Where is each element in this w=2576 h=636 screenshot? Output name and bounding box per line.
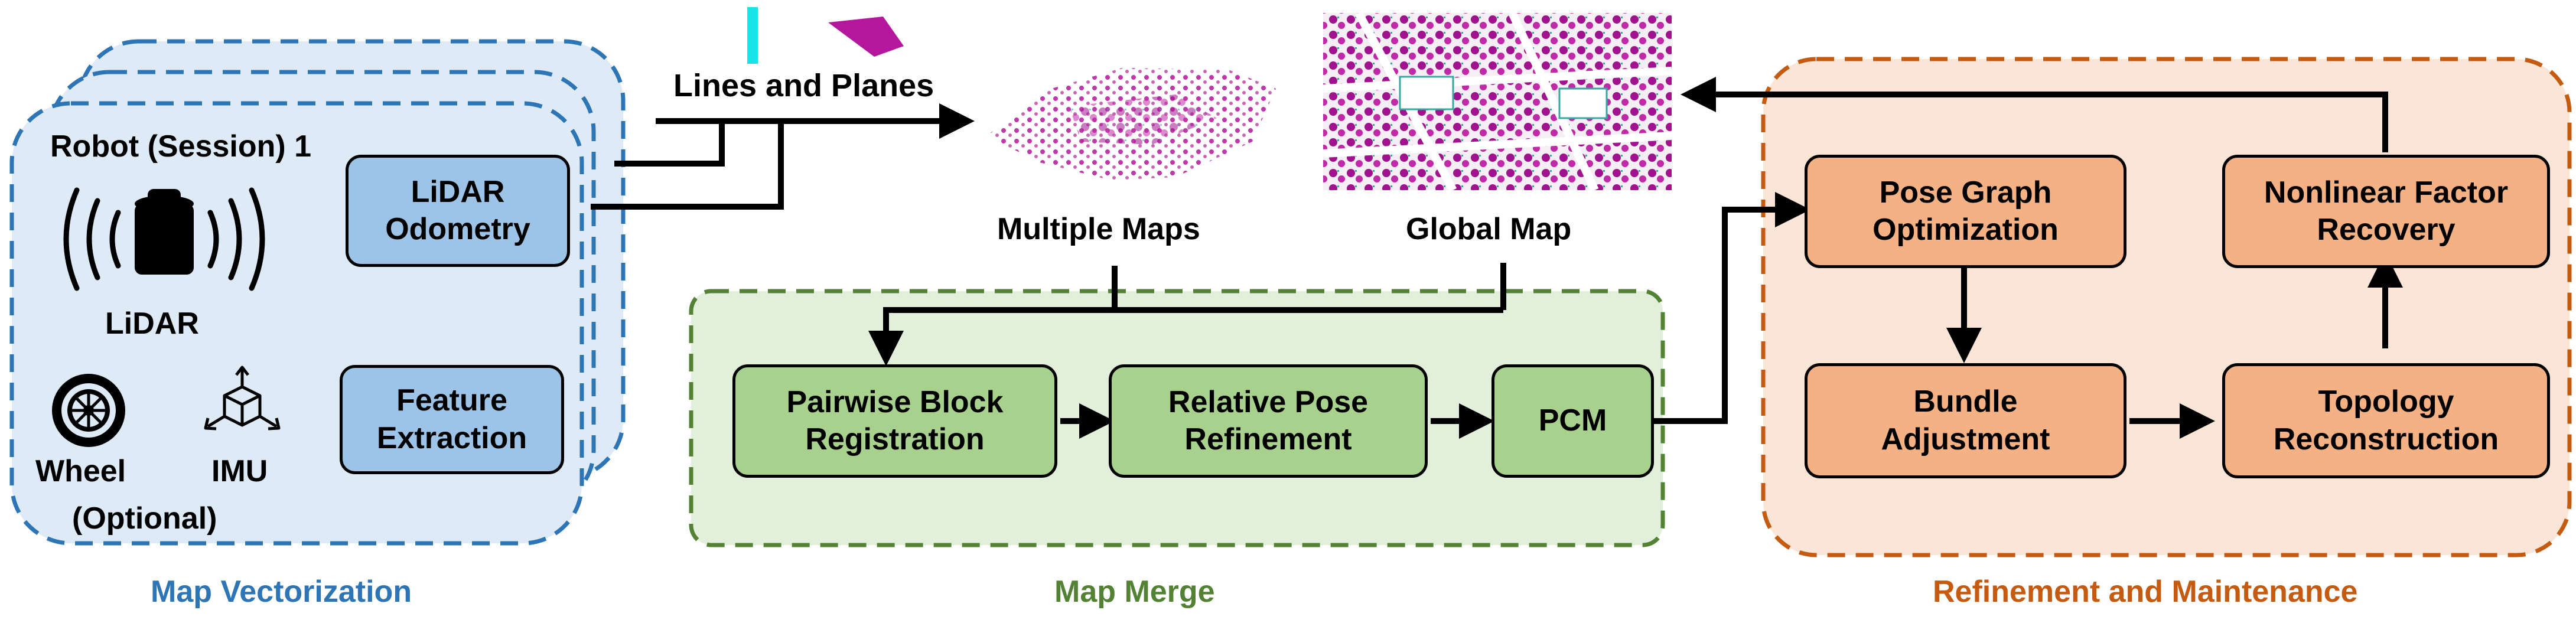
pose-graph-line1: Pose Graph <box>1879 175 2052 210</box>
lidar-odometry-line1: LiDAR <box>411 174 505 209</box>
feature-extraction-box: Feature Extraction <box>340 365 564 474</box>
lines-planes-label: Lines and Planes <box>673 68 934 103</box>
pose-graph-box: Pose Graph Optimization <box>1805 155 2126 268</box>
topology-line2: Reconstruction <box>2273 422 2499 456</box>
relative-pose-line1: Relative Pose <box>1168 384 1369 419</box>
pcm-box: PCM <box>1491 364 1654 478</box>
pairwise-line2: Registration <box>805 422 985 456</box>
merge-section-title: Map Merge <box>1054 575 1215 609</box>
nonlinear-line2: Recovery <box>2317 213 2455 247</box>
lidar-label: LiDAR <box>105 306 199 341</box>
bundle-line2: Adjustment <box>1881 422 2050 456</box>
refinement-section-title: Refinement and Maintenance <box>1933 575 2358 609</box>
pairwise-registration-box: Pairwise Block Registration <box>732 364 1057 478</box>
vectorization-section-title: Map Vectorization <box>151 575 412 609</box>
nonlinear-line1: Nonlinear Factor <box>2264 175 2509 210</box>
topology-reconstruction-box: Topology Reconstruction <box>2222 363 2550 478</box>
nonlinear-recovery-box: Nonlinear Factor Recovery <box>2222 155 2550 268</box>
refinement-panel <box>1761 57 2572 557</box>
optional-label: (Optional) <box>72 501 217 536</box>
pose-graph-line2: Optimization <box>1872 213 2059 247</box>
pcm-line1: PCM <box>1538 403 1607 438</box>
relative-pose-box: Relative Pose Refinement <box>1109 364 1428 478</box>
imu-label: IMU <box>211 454 268 488</box>
robot-session-title: Robot (Session) 1 <box>50 129 312 164</box>
feature-extraction-line2: Extraction <box>376 420 527 455</box>
lidar-icon <box>63 187 265 291</box>
line-feature-glyph <box>747 7 758 64</box>
plane-feature-glyph <box>828 17 904 57</box>
wheel-label: Wheel <box>35 454 126 488</box>
feature-extraction-line1: Feature <box>396 383 507 418</box>
global-map-pointcloud <box>1323 11 1672 193</box>
relative-pose-line2: Refinement <box>1184 422 1352 456</box>
wheel-icon <box>52 374 125 447</box>
topology-line1: Topology <box>2318 384 2454 419</box>
bundle-line1: Bundle <box>1913 384 2018 419</box>
multiple-maps-pointcloud <box>986 68 1276 180</box>
connectors <box>591 77 2403 439</box>
global-map-label: Global Map <box>1406 212 1572 246</box>
lidar-odometry-box: LiDAR Odometry <box>346 155 570 267</box>
pairwise-line1: Pairwise Block <box>786 384 1004 419</box>
lidar-odometry-line2: Odometry <box>385 212 530 246</box>
imu-icon <box>204 366 281 430</box>
bundle-adjustment-box: Bundle Adjustment <box>1805 363 2126 478</box>
multiple-maps-label: Multiple Maps <box>997 212 1200 246</box>
